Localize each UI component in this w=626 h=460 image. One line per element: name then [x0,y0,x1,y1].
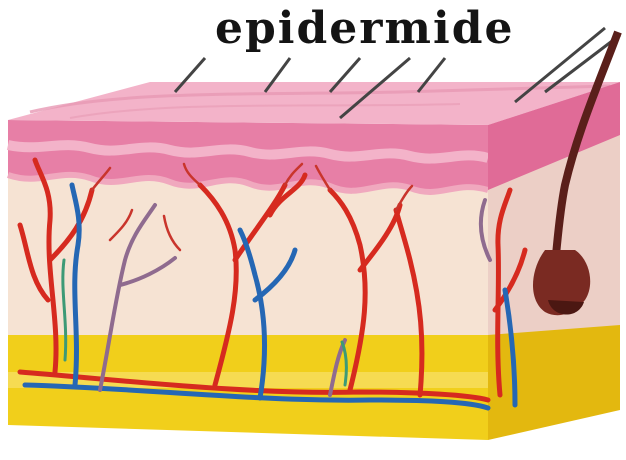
epidermis-label: epidermide [215,4,555,54]
hypodermis-side [488,320,620,440]
